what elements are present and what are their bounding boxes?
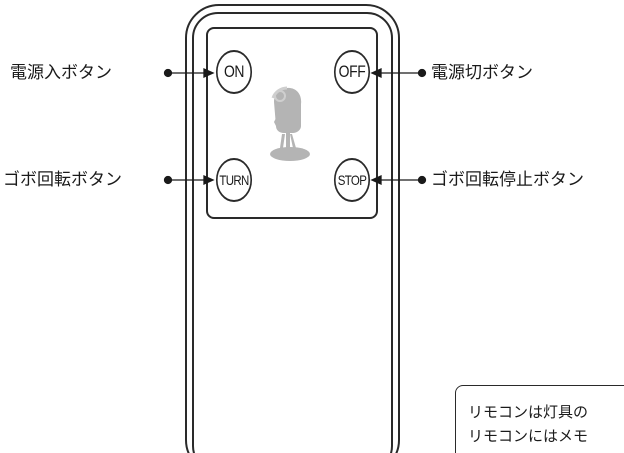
note-line-1: リモコンは灯具の bbox=[468, 403, 589, 421]
remote-body-outline bbox=[185, 4, 400, 453]
off-button[interactable]: OFF bbox=[333, 50, 371, 94]
callout-arrow-power-on bbox=[203, 67, 215, 79]
callout-power-off-label: 電源切ボタン bbox=[431, 63, 533, 83]
callout-arrow-power-off bbox=[370, 67, 382, 79]
callout-gobo-rotate-label: ゴボ回転ボタン bbox=[3, 170, 122, 190]
note-box: リモコンは灯具の リモコンにはメモ bbox=[455, 385, 624, 453]
stop-button[interactable]: STOP bbox=[333, 158, 371, 202]
callout-arrow-gobo-rotate bbox=[203, 174, 215, 186]
gobo-projector-icon bbox=[270, 86, 310, 161]
callout-gobo-stop-label: ゴボ回転停止ボタン bbox=[431, 170, 584, 190]
note-line-2: リモコンにはメモ bbox=[468, 427, 589, 445]
callout-arrow-gobo-stop bbox=[370, 174, 382, 186]
remote-body-inner-outline bbox=[192, 12, 393, 453]
on-button[interactable]: ON bbox=[215, 50, 253, 94]
button-panel bbox=[206, 27, 378, 219]
callout-power-on-label: 電源入ボタン bbox=[10, 63, 112, 83]
turn-button[interactable]: TURN bbox=[215, 158, 253, 202]
